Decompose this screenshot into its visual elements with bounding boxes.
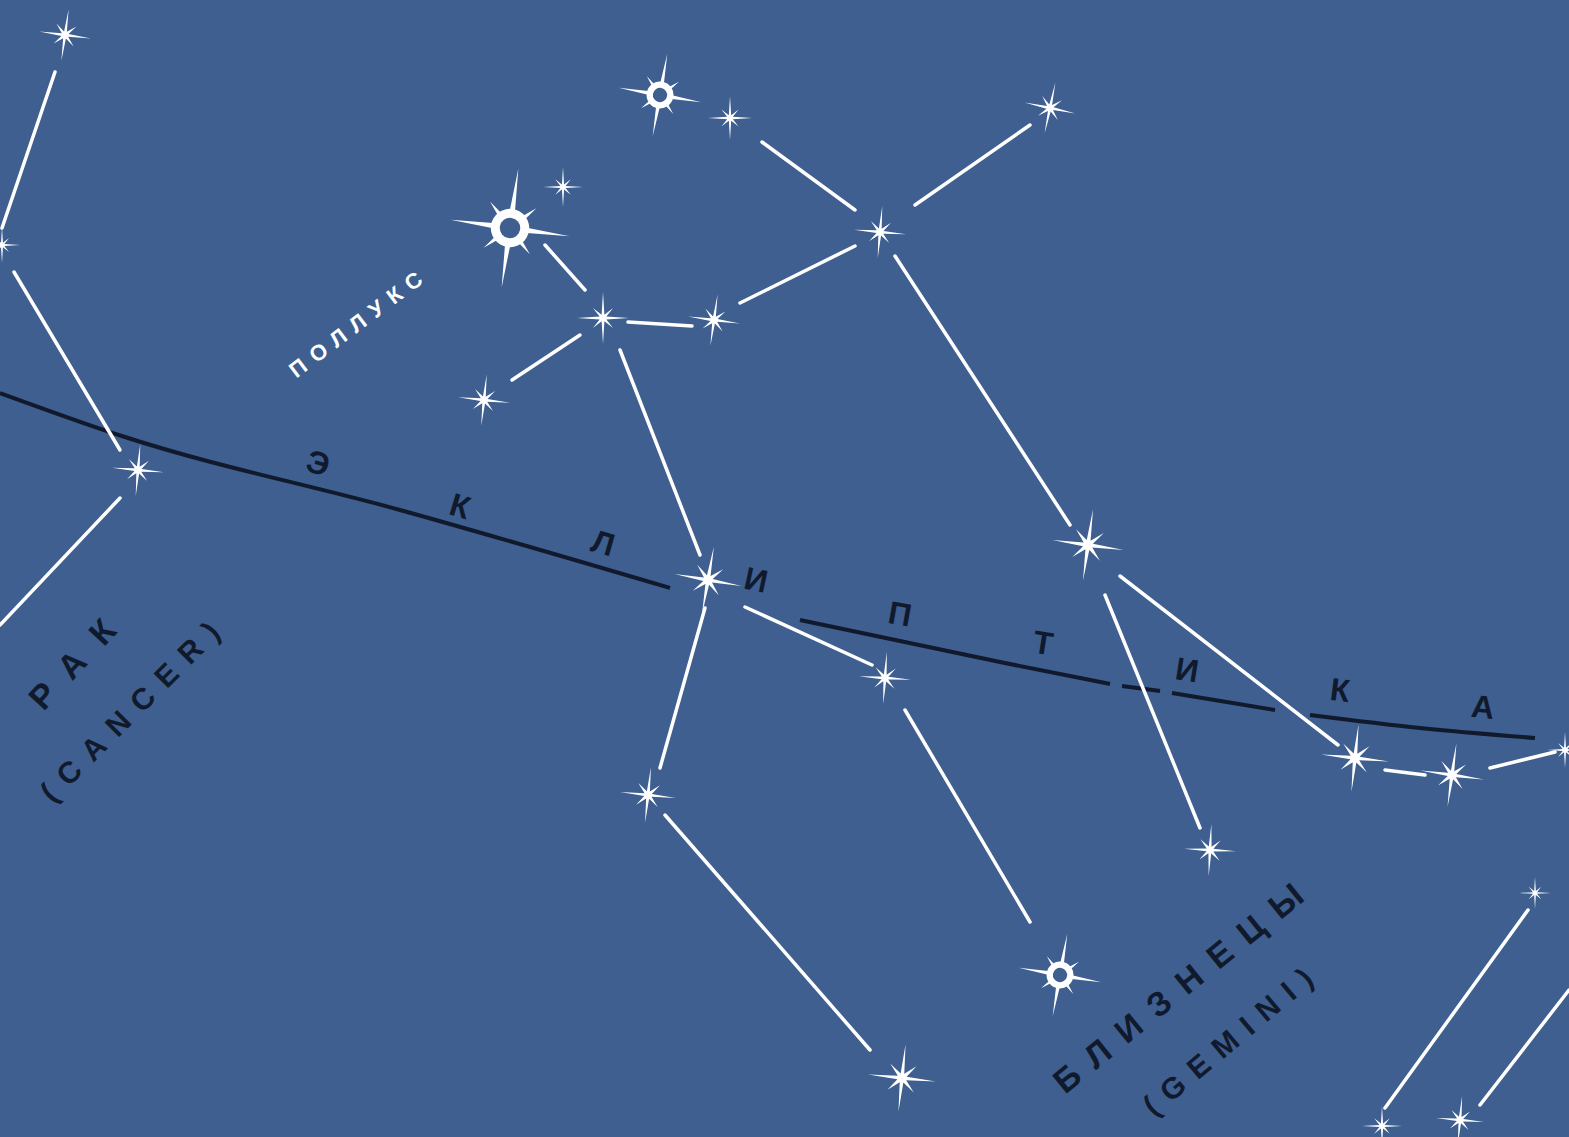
constellation-line [14, 272, 120, 450]
constellation-line [620, 350, 700, 555]
star-symbol [110, 442, 166, 498]
star-shape [1547, 732, 1569, 768]
star-shape [543, 167, 583, 207]
star-hole [498, 216, 521, 239]
star-symbol [611, 46, 708, 143]
star-symbol [865, 1041, 940, 1116]
star-shape [1019, 77, 1081, 139]
star-shape [857, 650, 913, 706]
ecliptic-letter: Э [302, 444, 333, 481]
ecliptic-letter: Л [588, 525, 618, 562]
star-symbol [455, 371, 512, 428]
star-shape [852, 204, 908, 260]
constellation-line [1120, 576, 1338, 745]
star-symbol [669, 541, 748, 620]
constellation-line [1385, 910, 1528, 1108]
star-symbol [617, 764, 679, 826]
star-core [644, 79, 675, 110]
constellation-line [740, 246, 855, 303]
star-symbol [685, 291, 744, 350]
constellation-latin-name: (CANCER) [26, 608, 235, 817]
star-symbol [857, 650, 913, 706]
star-shape [1362, 1106, 1402, 1137]
star-symbol [708, 96, 752, 140]
star-shape [865, 1041, 940, 1116]
ecliptic-segment [1172, 693, 1275, 710]
ecliptic-segment [0, 393, 670, 588]
star-symbol [442, 160, 578, 296]
star-hole [652, 87, 669, 104]
star-symbol [852, 204, 908, 260]
ecliptic-segment [1310, 715, 1535, 738]
ecliptic-line [0, 393, 1535, 738]
star-symbol [1547, 732, 1569, 768]
ecliptic-letter: Т [1031, 626, 1055, 661]
constellation-line [905, 710, 1030, 922]
star-symbol [1362, 1106, 1402, 1137]
star-hole [1052, 967, 1069, 984]
star-shape [0, 227, 20, 263]
star-shape [455, 371, 512, 428]
star-symbol [36, 6, 95, 65]
star-shape [1183, 823, 1238, 878]
star-symbol [1019, 77, 1081, 139]
constellation-lines [0, 72, 1569, 1108]
constellation-line [665, 815, 870, 1050]
star-name: ПОЛЛУКС [278, 263, 433, 388]
star-core [1044, 959, 1075, 990]
constellation-line [745, 607, 872, 665]
stars [0, 6, 1569, 1137]
constellation-line [512, 335, 580, 380]
ecliptic-letter: И [1173, 652, 1201, 687]
star-symbol [1011, 926, 1108, 1023]
ecliptic-letter: К [446, 488, 474, 524]
star-symbol [1318, 721, 1393, 796]
constellation-line [2, 72, 55, 228]
constellation-line [545, 245, 585, 290]
star-symbol [1519, 877, 1551, 909]
star-shape [577, 292, 629, 344]
star-symbol [1434, 1094, 1486, 1137]
star-shape [1434, 1094, 1486, 1137]
star-shape [685, 291, 744, 350]
star-shape [1047, 504, 1128, 585]
ecliptic-letter: К [1328, 673, 1351, 707]
star-symbol [0, 227, 20, 263]
star-shape [1318, 721, 1393, 796]
star-symbol [1416, 739, 1488, 811]
ecliptic-letter: А [1470, 690, 1496, 724]
ecliptic-letter: П [886, 596, 914, 632]
constellation-line [915, 125, 1030, 205]
star-shape [110, 442, 166, 498]
star-symbol [543, 167, 583, 207]
constellation-line [762, 142, 855, 210]
star-shape [442, 160, 578, 296]
constellation-line [660, 608, 705, 768]
star-symbol [577, 292, 629, 344]
constellation-line [1480, 990, 1569, 1105]
star-shape [708, 96, 752, 140]
constellation-line [1490, 752, 1555, 768]
star-shape [617, 764, 679, 826]
constellation-line [628, 322, 692, 326]
constellation-line [895, 256, 1070, 525]
star-shape [36, 6, 95, 65]
star-shape [1416, 739, 1488, 811]
constellation-line [1105, 595, 1200, 828]
star-shape [1011, 926, 1108, 1023]
star-symbol [1047, 504, 1128, 585]
star-core [488, 206, 531, 249]
star-shape [1519, 877, 1551, 909]
star-shape [669, 541, 748, 620]
constellation-line [1385, 770, 1425, 775]
ecliptic-letter: И [741, 562, 770, 598]
star-symbol [1183, 823, 1238, 878]
star-shape [611, 46, 708, 143]
